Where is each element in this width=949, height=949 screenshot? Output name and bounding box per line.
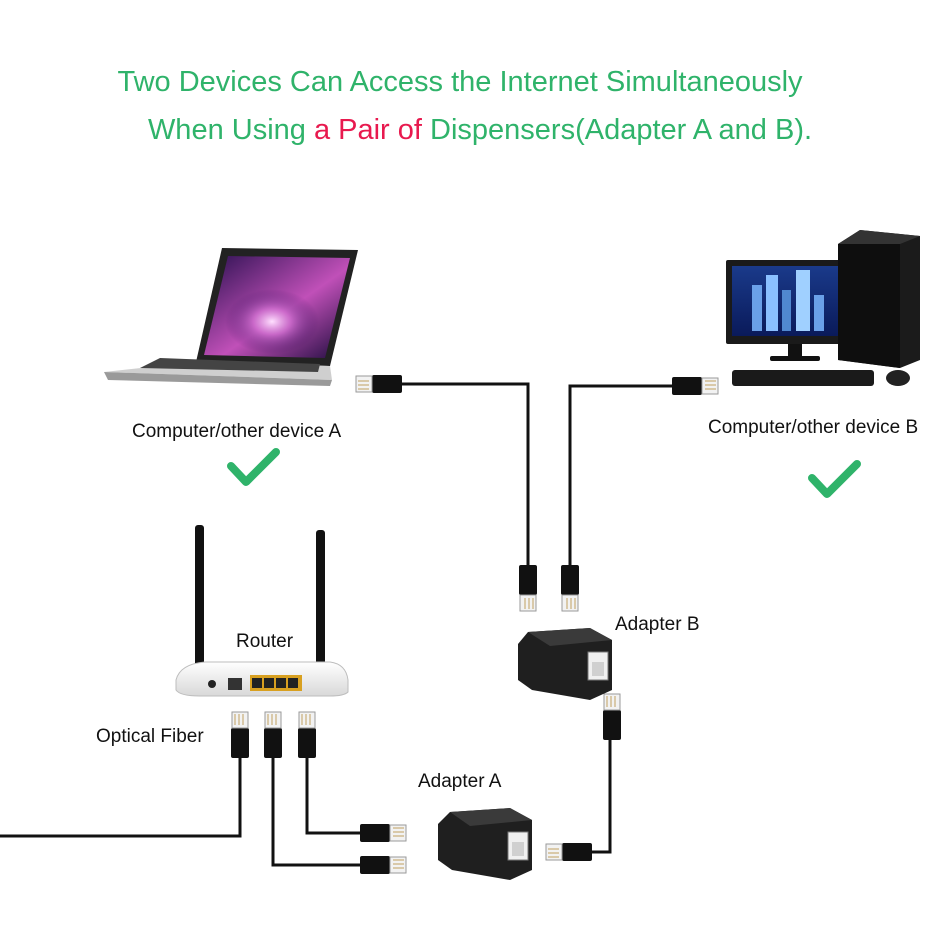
label-router: Router — [236, 631, 294, 652]
rj45-connector-icon — [560, 564, 580, 612]
adapter-b-icon — [518, 628, 612, 700]
desktop-computer-icon — [726, 230, 920, 386]
checkmarks — [227, 448, 861, 498]
rj45-connector-icon — [602, 693, 622, 741]
rj45-connector-icon — [545, 842, 593, 862]
wifi-router-icon — [175, 525, 349, 697]
label-device-a: Computer/other device A — [132, 421, 342, 442]
adapter-a-icon — [438, 808, 532, 880]
title-line2-text-a: When Using — [147, 114, 314, 146]
rj45-connector-icon — [263, 711, 283, 759]
label-adapter-a: Adapter A — [418, 771, 502, 792]
rj45-connector-icon — [359, 855, 407, 875]
title-line1-text: Two Devices Can Access the Internet Simu… — [117, 66, 803, 98]
cables — [0, 382, 672, 867]
laptop-icon — [104, 248, 358, 386]
title-line2-text-b: Dispensers(Adapter A and B). — [421, 114, 813, 146]
diagram-title-line2: When Using a Pair of Dispensers(Adapter … — [50, 114, 910, 147]
cable-adapter-a-to-adapter-b — [590, 738, 612, 854]
rj45-connector-icon — [230, 711, 250, 759]
label-device-b: Computer/other device B — [708, 417, 919, 438]
rj45-connector-icon — [671, 376, 719, 396]
title-highlight-text: a Pair of — [313, 114, 422, 146]
diagram-title-line1: Two Devices Can Access the Internet Simu… — [30, 66, 890, 99]
rj45-connector-icon — [297, 711, 317, 759]
cable-router-to-adapter-a-upper — [305, 755, 362, 835]
checkmark-icon — [227, 448, 280, 486]
cable-device-a-to-adapter-b — [402, 382, 530, 565]
cable-device-b-to-adapter-b — [568, 384, 672, 565]
rj45-connector-icon — [355, 374, 403, 394]
rj45-connector-icon — [359, 823, 407, 843]
label-adapter-b: Adapter B — [615, 614, 700, 635]
cable-optical-fiber — [0, 755, 242, 838]
label-optical-fiber: Optical Fiber — [96, 726, 204, 747]
rj45-connector-icon — [518, 564, 538, 612]
cable-router-to-adapter-a-lower — [271, 755, 362, 867]
checkmark-icon — [808, 460, 861, 498]
